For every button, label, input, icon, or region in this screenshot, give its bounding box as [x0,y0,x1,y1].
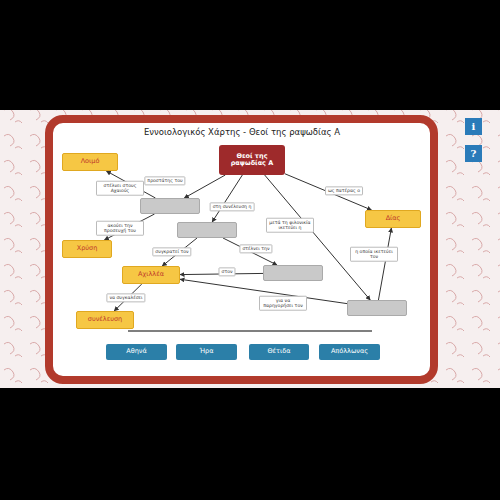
answer-button: Αθηνά [106,344,167,360]
answer-button: Ήρα [176,344,237,360]
node-text: Απόλλωνας [331,348,368,355]
blank-box [347,300,407,316]
connector-arrow [378,228,391,300]
toolbar-icon: ? [465,145,482,162]
link-label: στη συνέλευση η [210,202,255,211]
node-text: Δίας [386,215,401,222]
toolbar-icon: i [465,118,482,135]
frame [49,119,434,380]
link-label: ως πατέρας ο [325,186,363,195]
node-text: Αθηνά [126,348,146,355]
concept-box: Χρύση [62,240,112,258]
connector-arrow [184,175,225,198]
concept-box: Δίας [365,210,421,228]
node-text: Ήρα [199,348,213,355]
concept-box: συνέλευση [76,311,134,329]
connector-arrow [265,175,371,300]
concept-box: Λοιμό [62,153,118,171]
node-text: Θέτιδα [267,348,290,355]
link-label: στον [218,267,235,276]
concept-box: Αχιλλέα [122,266,180,284]
answer-button: Θέτιδα [249,344,309,360]
node-text: Αχιλλέα [138,271,164,278]
link-label: στέλνει στους Αχαιούς [96,181,144,196]
link-label: για να παρηγορήσει τον [259,296,307,311]
node-text: Θεοί της ραψωδίας Α [219,153,285,168]
link-label: συγκρατεί τον [152,247,191,256]
node-text: συνέλευση [88,316,122,323]
connector-arrow [223,238,277,265]
link-label: ακούει την προσευχή του [96,221,144,236]
link-label: μετά τη φιλονικία ικετεύει η [266,218,314,233]
root-concept: Θεοί της ραψωδίας Α [219,145,285,175]
link-label: προστάτης του [144,176,185,185]
connector-arrow [212,175,242,222]
blank-box [140,198,200,214]
patterned-band [0,110,500,388]
node-text: Λοιμό [81,158,100,165]
connector-arrow [285,174,371,210]
answer-button: Απόλλωνας [319,344,380,360]
blank-box [263,265,323,281]
drop-line [128,330,372,332]
blank-box [177,222,237,238]
link-label: στέλνει την [239,244,272,253]
map-title: Εννοιολογικός Χάρτης - Θεοί της ραψωδίας… [60,127,424,137]
node-text: Χρύση [77,245,98,252]
link-label: να συγκαλέσει [106,293,145,302]
link-label: η οποία ικετεύει τον [350,247,398,262]
